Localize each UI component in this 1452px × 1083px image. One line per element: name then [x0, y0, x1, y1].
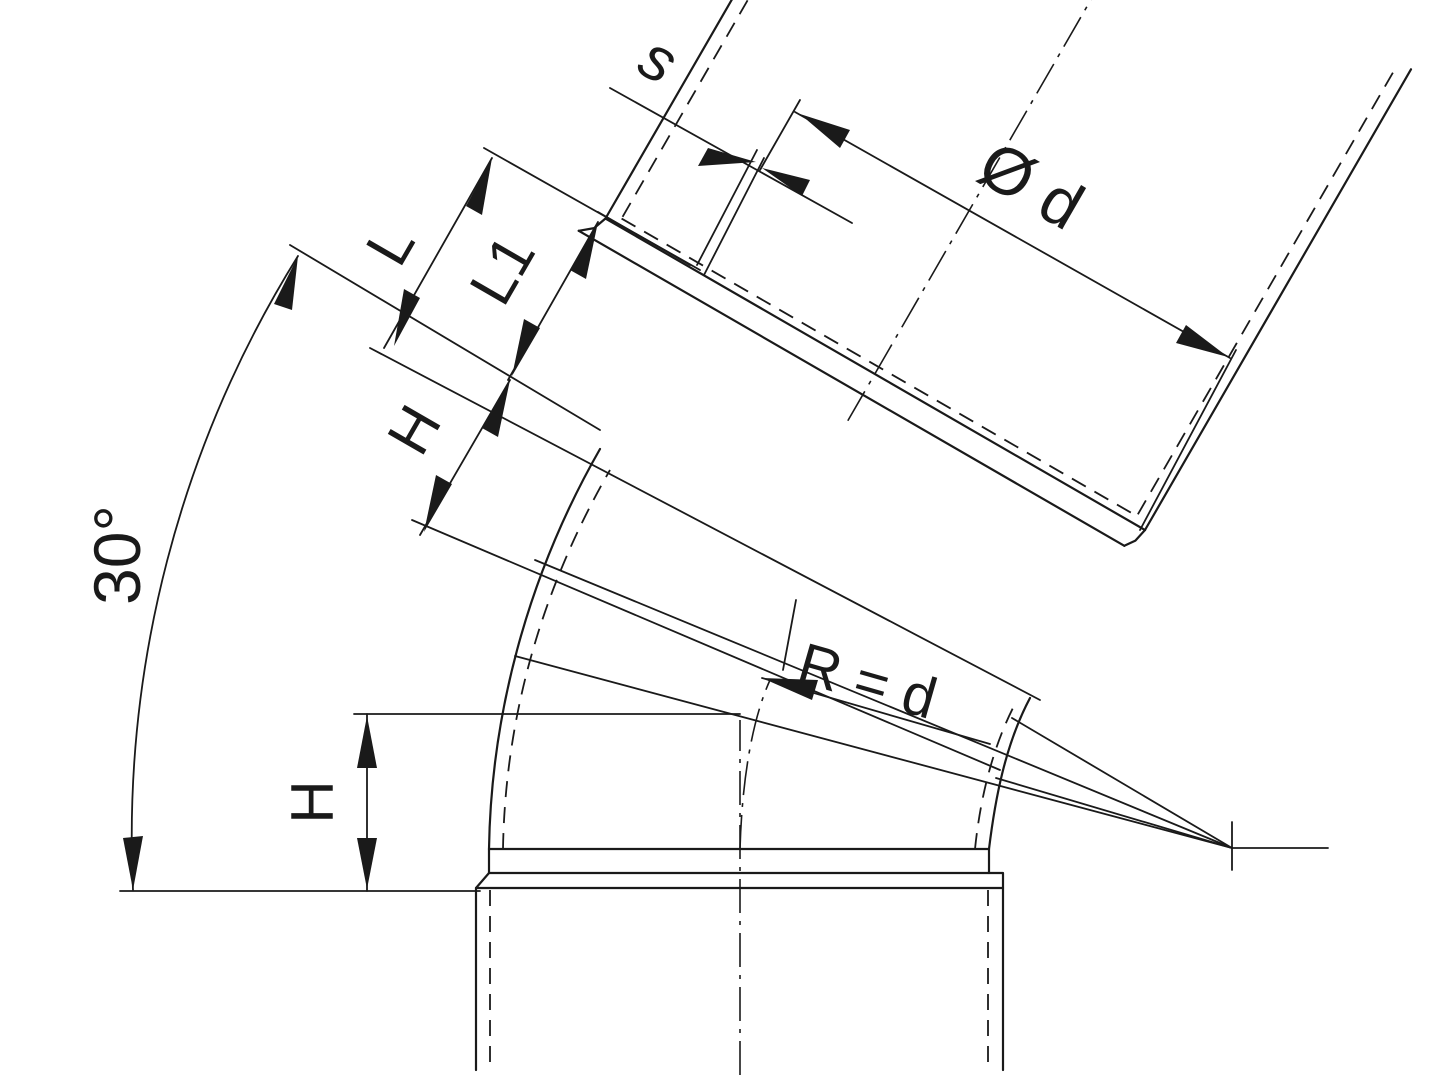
bottom-socket [474, 720, 1005, 1075]
radius-label: R = d [791, 631, 944, 732]
dimension-radius: R = d [761, 599, 991, 745]
H-upper-label: H [374, 394, 454, 465]
diameter-label: Ø d [967, 126, 1096, 243]
dimension-diameter: Ø d [759, 99, 1237, 531]
angle-label: 30° [80, 505, 154, 605]
segment-lines [514, 559, 1329, 871]
s-label: s [628, 23, 689, 98]
elbow-body [487, 447, 1032, 851]
dimension-angle: 30° [80, 255, 481, 892]
dimension-H-lower: H [279, 713, 741, 892]
L-label: L [353, 214, 428, 276]
upper-socket [577, 0, 1413, 547]
L1-label: L1 [457, 224, 548, 315]
H-lower-label: H [279, 780, 346, 823]
